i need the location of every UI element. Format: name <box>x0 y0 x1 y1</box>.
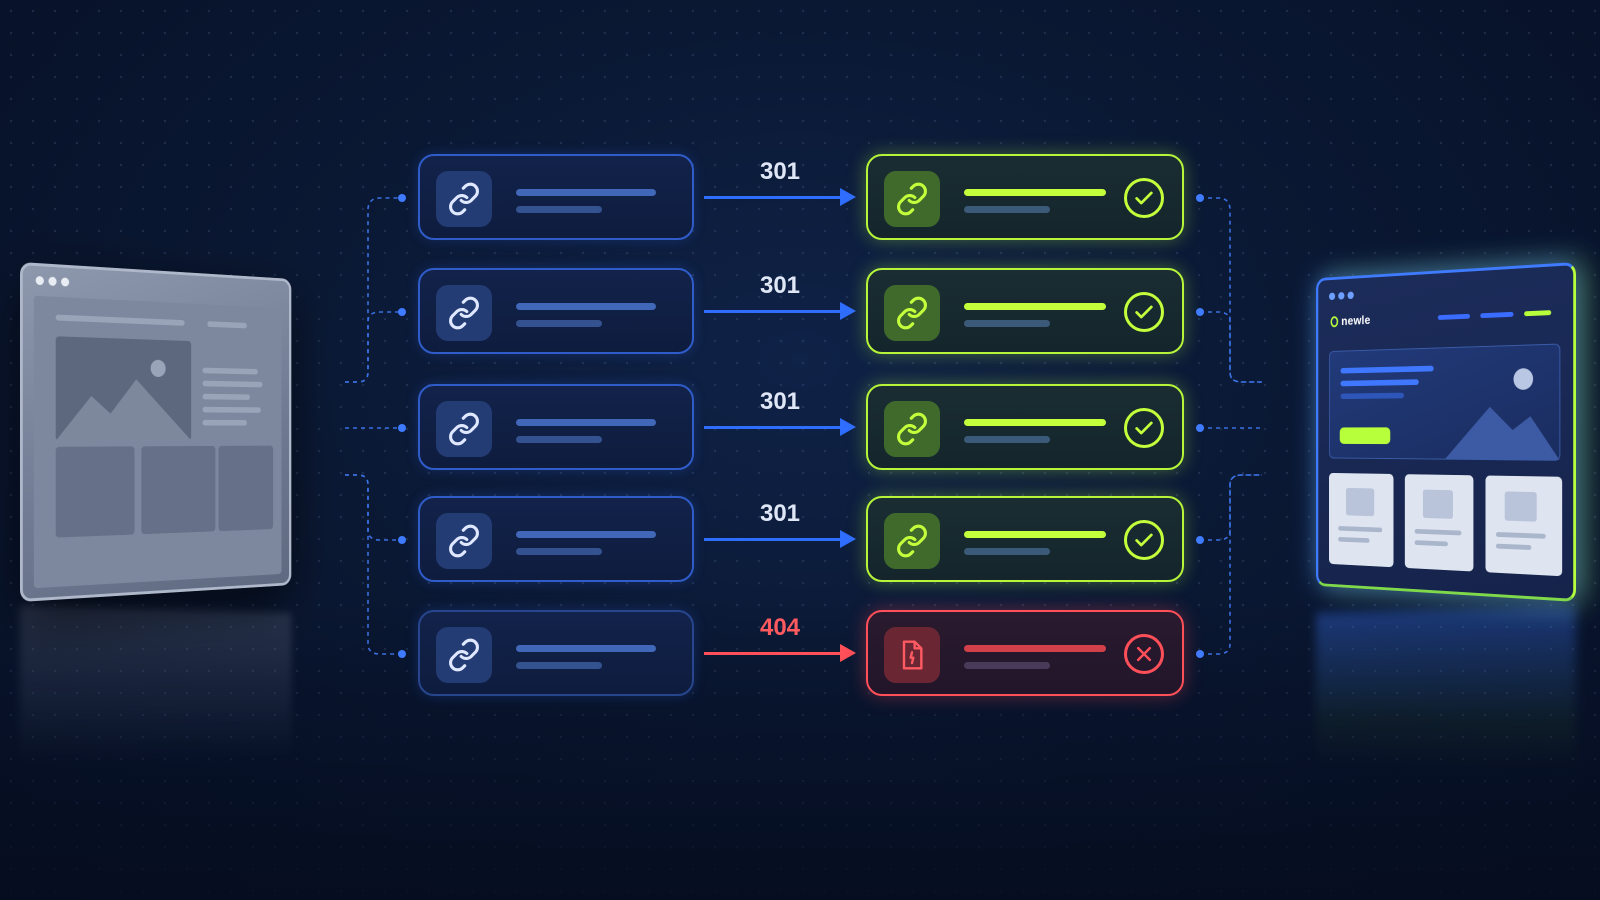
link-icon <box>884 171 940 227</box>
old-url-card[interactable] <box>418 384 694 470</box>
old-url-subline <box>516 548 602 555</box>
status-code-label: 301 <box>759 388 801 415</box>
new-url-card[interactable] <box>866 154 1184 240</box>
status-code-label: 404 <box>759 614 801 641</box>
old-url-card[interactable] <box>418 496 694 582</box>
redirect-arrow <box>704 538 846 541</box>
new-site-hero <box>1328 343 1561 461</box>
old-url-line <box>516 189 656 196</box>
old-url-subline <box>516 436 602 443</box>
new-url-subline <box>964 548 1050 555</box>
redirect-arrow <box>704 426 846 429</box>
new-url-subline <box>964 662 1050 669</box>
new-url-subline <box>964 320 1050 327</box>
arrow-head-icon <box>840 188 856 206</box>
x-icon <box>1124 634 1164 674</box>
new-url-subline <box>964 436 1050 443</box>
redirect-arrow <box>704 652 846 655</box>
link-icon <box>884 285 940 341</box>
old-url-line <box>516 303 656 310</box>
new-url-line <box>964 303 1106 310</box>
old-website-window <box>20 262 292 602</box>
new-url-line <box>964 419 1106 426</box>
redirect-row: 301 <box>0 496 1600 586</box>
old-url-line <box>516 531 656 538</box>
old-url-subline <box>516 662 602 669</box>
new-url-line <box>964 645 1106 652</box>
redirect-arrow <box>704 196 846 199</box>
status-code-label: 301 <box>759 500 801 527</box>
redirect-arrow <box>704 310 846 313</box>
link-icon <box>884 513 940 569</box>
old-site-hero-image <box>55 336 192 441</box>
old-url-card[interactable] <box>418 610 694 696</box>
status-code-label: 301 <box>759 272 801 299</box>
check-icon <box>1124 520 1164 560</box>
link-icon <box>884 401 940 457</box>
old-url-subline <box>516 320 602 327</box>
redirect-row: 301 <box>0 268 1600 358</box>
arrow-head-icon <box>840 530 856 548</box>
check-icon <box>1124 178 1164 218</box>
new-url-line <box>964 531 1106 538</box>
old-url-subline <box>516 206 602 213</box>
status-code-label: 301 <box>759 158 801 185</box>
redirect-row: 301 <box>0 154 1600 244</box>
old-url-card[interactable] <box>418 268 694 354</box>
link-icon <box>436 171 492 227</box>
redirect-row: 301 <box>0 384 1600 474</box>
old-url-line <box>516 645 656 652</box>
link-icon <box>436 627 492 683</box>
floor-shadow <box>0 600 1600 900</box>
arrow-head-icon <box>840 302 856 320</box>
new-website-window: newle <box>1316 262 1576 602</box>
redirect-row: 404 <box>0 610 1600 700</box>
arrow-head-icon <box>840 644 856 662</box>
link-icon <box>436 401 492 457</box>
link-icon <box>436 513 492 569</box>
broken-file-icon <box>884 627 940 683</box>
new-url-subline <box>964 206 1050 213</box>
old-url-card[interactable] <box>418 154 694 240</box>
new-url-card[interactable] <box>866 268 1184 354</box>
new-url-card[interactable] <box>866 496 1184 582</box>
hero-illustration <box>1445 368 1560 460</box>
old-url-line <box>516 419 656 426</box>
check-icon <box>1124 408 1164 448</box>
arrow-head-icon <box>840 418 856 436</box>
link-icon <box>436 285 492 341</box>
check-icon <box>1124 292 1164 332</box>
broken-url-card[interactable] <box>866 610 1184 696</box>
new-url-line <box>964 189 1106 196</box>
new-url-card[interactable] <box>866 384 1184 470</box>
hero-headline-line <box>1340 365 1434 374</box>
